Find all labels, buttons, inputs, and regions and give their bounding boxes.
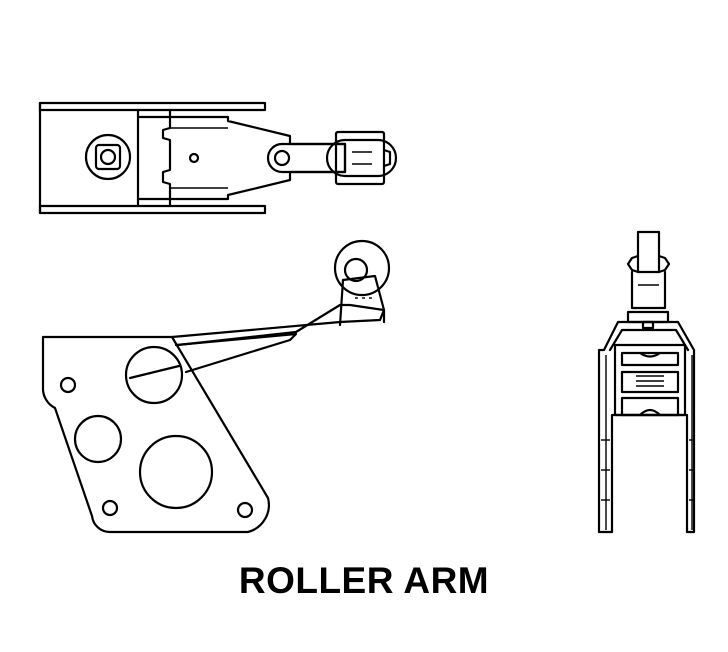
- diagram-caption: ROLLER ARM: [238, 560, 490, 601]
- top-view: [38, 101, 398, 215]
- side-view: [597, 230, 696, 534]
- front-view: [41, 239, 391, 534]
